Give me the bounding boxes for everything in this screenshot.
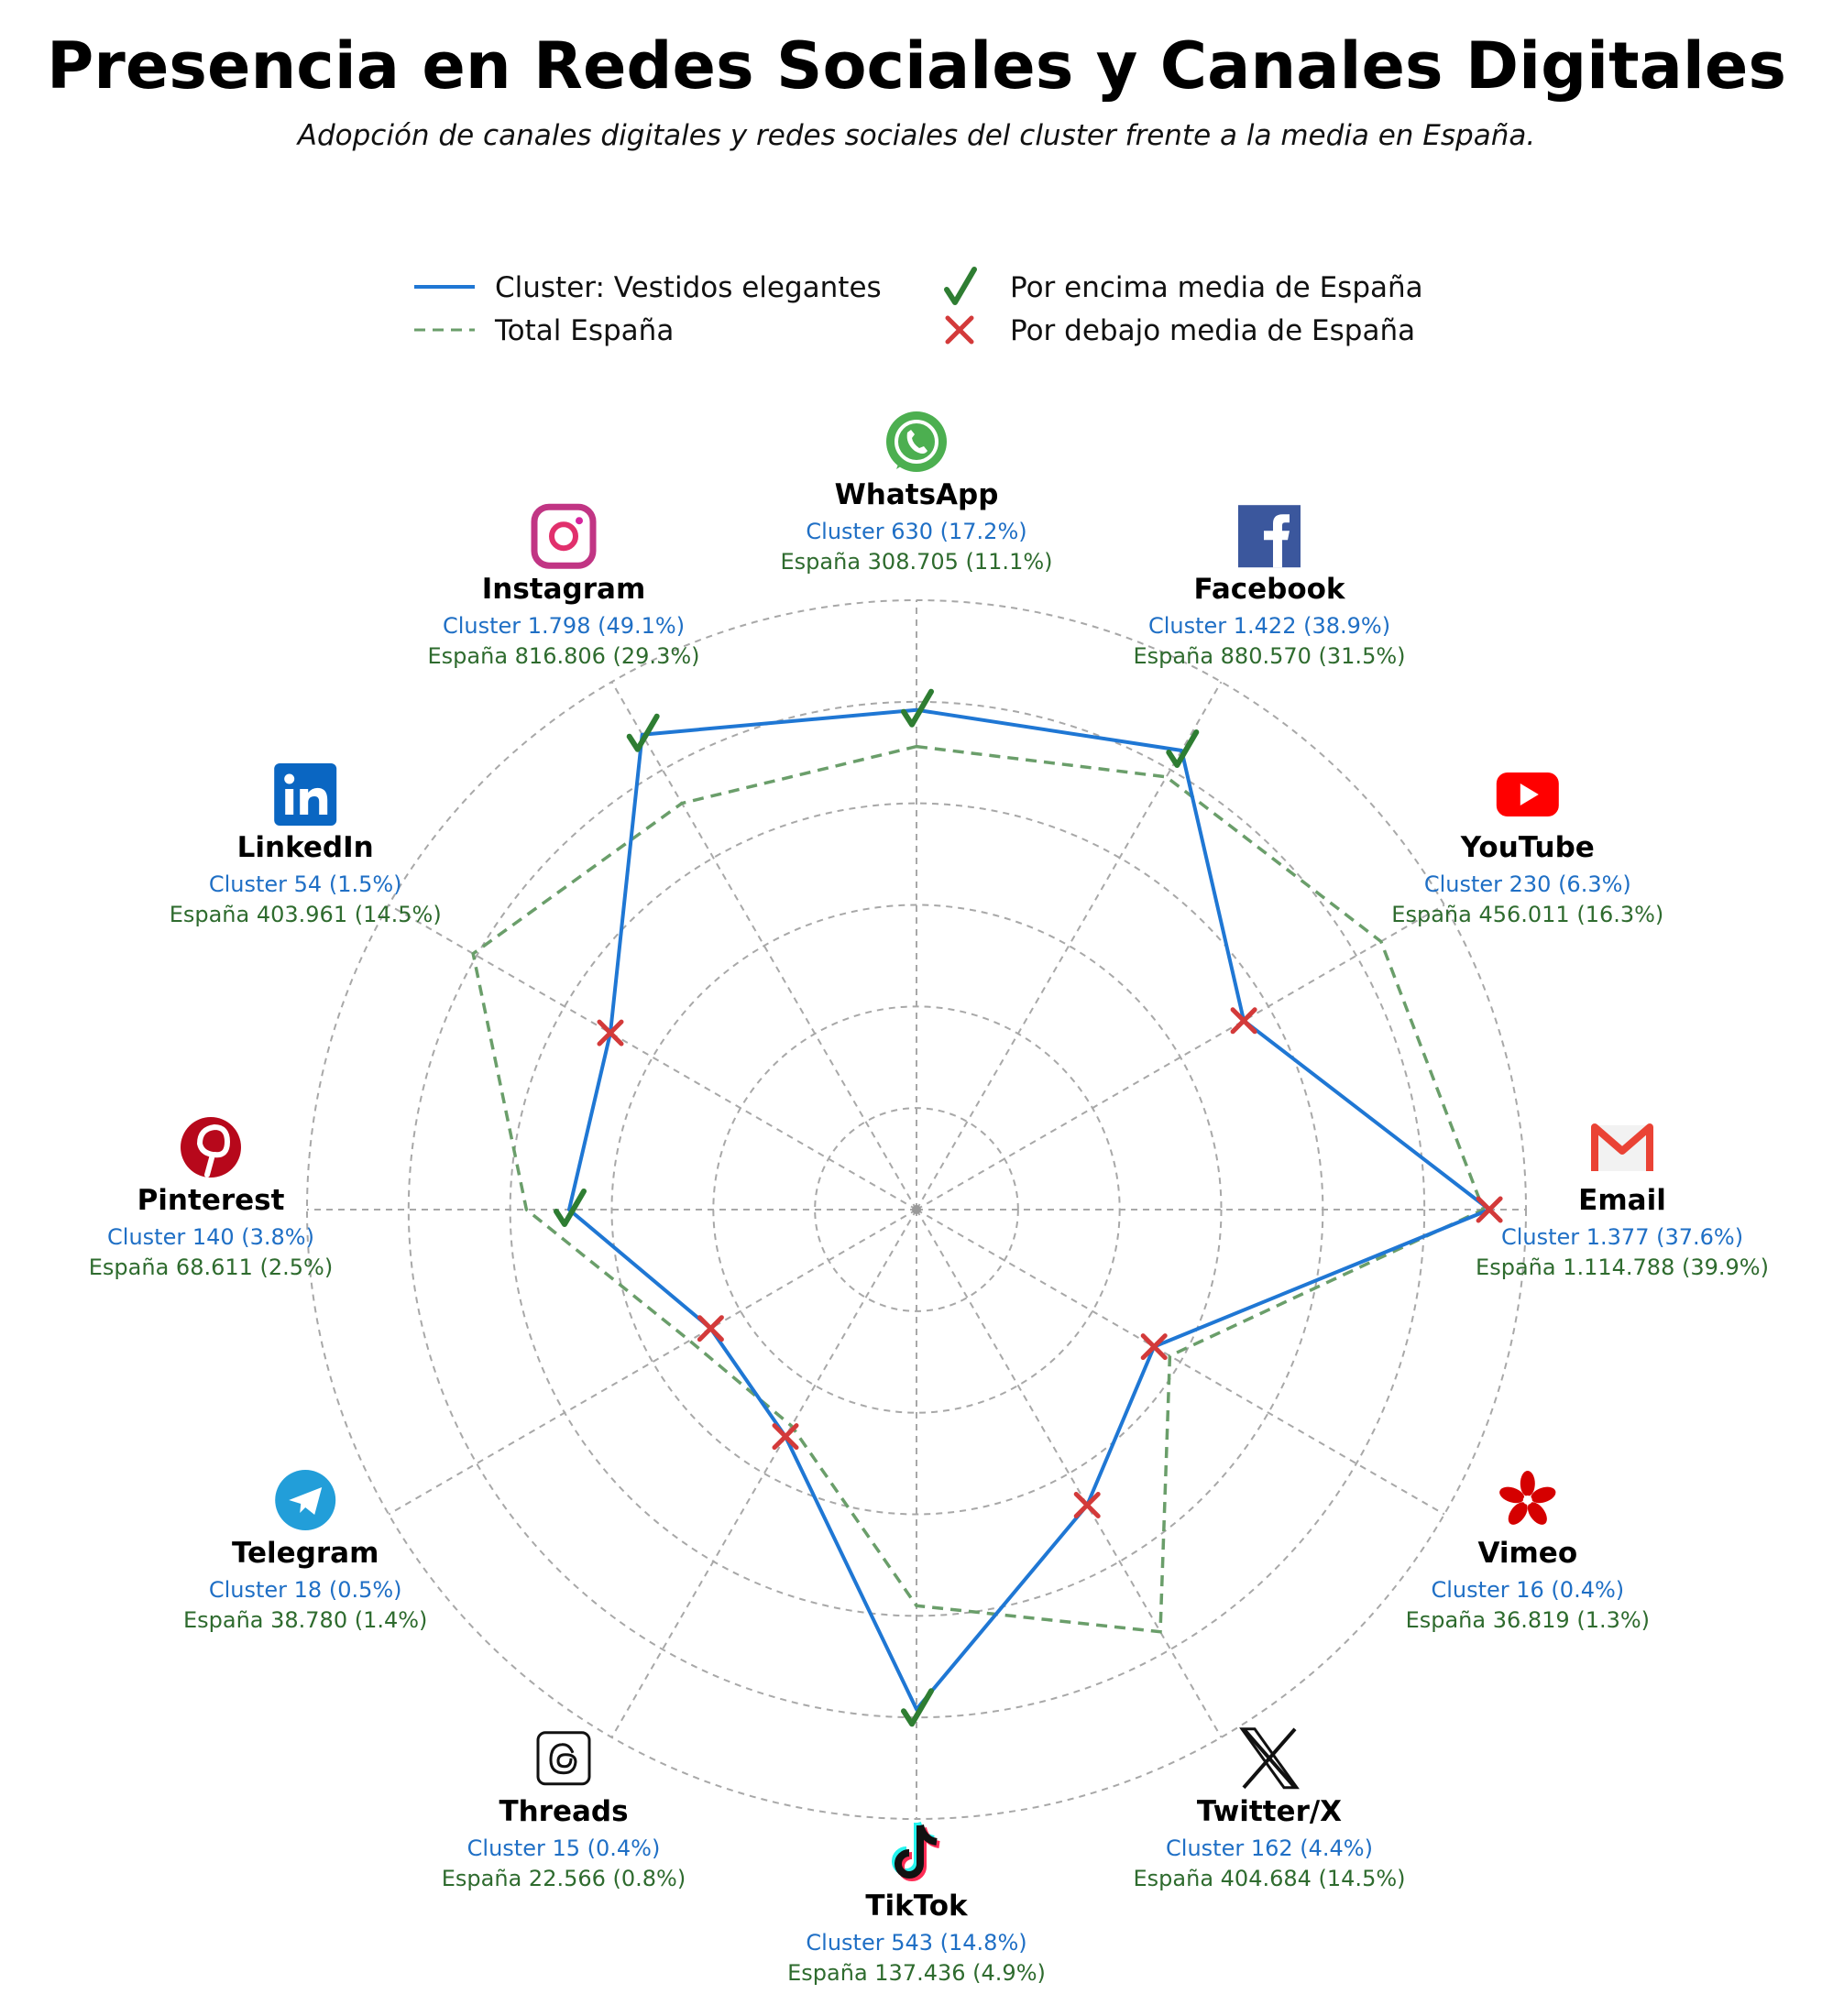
category-spain-value-whatsapp: España 308.705 (11.1%) <box>781 549 1053 575</box>
category-name-whatsapp: WhatsApp <box>835 478 999 511</box>
legend-spain-label: Total España <box>494 314 674 347</box>
check-marker-whatsapp <box>901 688 934 728</box>
cross-marker-vimeo <box>1140 1333 1168 1361</box>
check-marker-pinterest <box>554 1189 587 1227</box>
category-cluster-value-youtube: Cluster 230 (6.3%) <box>1424 871 1631 897</box>
legend-cross-icon <box>945 315 974 345</box>
category-spain-value-telegram: España 38.780 (1.4%) <box>183 1607 427 1633</box>
cross-marker-linkedin <box>597 1019 624 1046</box>
category-name-email: Email <box>1578 1184 1666 1217</box>
category-name-twitter-x: Twitter/X <box>1197 1795 1342 1828</box>
grid-spoke <box>388 1209 917 1516</box>
category-spain-value-youtube: España 456.011 (16.3%) <box>1391 902 1663 927</box>
category-cluster-value-instagram: Cluster 1.798 (49.1%) <box>443 613 685 639</box>
category-spain-value-linkedin: España 403.961 (14.5%) <box>170 902 442 927</box>
cross-marker-youtube <box>1230 1007 1257 1035</box>
youtube-icon <box>1496 772 1559 816</box>
grid-spoke <box>916 681 1223 1211</box>
category-name-vimeo: Vimeo <box>1477 1537 1577 1570</box>
category-cluster-value-twitter-x: Cluster 162 (4.4%) <box>1166 1835 1373 1861</box>
radar-grid <box>306 599 1527 1820</box>
grid-spoke <box>610 681 917 1211</box>
telegram-icon <box>275 1470 336 1530</box>
category-spain-value-vimeo: España 36.819 (1.3%) <box>1406 1607 1650 1633</box>
category-spain-value-twitter-x: España 404.684 (14.5%) <box>1134 1866 1406 1891</box>
category-cluster-value-tiktok: Cluster 543 (14.8%) <box>806 1930 1026 1956</box>
linkedin-icon <box>274 763 337 826</box>
check-marker-instagram <box>626 713 660 752</box>
category-cluster-value-facebook: Cluster 1.422 (38.9%) <box>1148 613 1390 639</box>
grid-spoke <box>916 1209 1445 1516</box>
category-name-youtube: YouTube <box>1460 831 1595 864</box>
cross-marker-telegram <box>697 1315 724 1342</box>
category-spain-value-email: España 1.114.788 (39.9%) <box>1476 1255 1769 1280</box>
category-cluster-value-email: Cluster 1.377 (37.6%) <box>1501 1224 1743 1250</box>
cross-marker-twitter-x <box>1073 1492 1101 1518</box>
cross-marker-email <box>1476 1196 1503 1223</box>
legend-above-label: Por encima media de España <box>1010 271 1423 304</box>
category-cluster-value-whatsapp: Cluster 630 (17.2%) <box>806 519 1026 544</box>
category-cluster-value-telegram: Cluster 18 (0.5%) <box>209 1577 402 1603</box>
grid-ring <box>610 904 1223 1516</box>
legend-below-label: Por debajo media de España <box>1010 314 1415 347</box>
legend: Cluster: Vestidos elegantes Total España… <box>414 267 1423 347</box>
grid-ring <box>407 700 1426 1719</box>
chart-subtitle: Adopción de canales digitales y redes so… <box>296 119 1535 152</box>
category-spain-value-instagram: España 816.806 (29.3%) <box>428 643 700 669</box>
grid-spoke <box>916 904 1445 1211</box>
status-markers <box>554 688 1503 1727</box>
category-name-pinterest: Pinterest <box>137 1184 285 1217</box>
tiktok-icon <box>892 1821 940 1881</box>
category-spain-value-facebook: España 880.570 (31.5%) <box>1134 643 1406 669</box>
check-marker-tiktok <box>901 1688 934 1727</box>
pinterest-icon <box>181 1117 241 1178</box>
threads-icon <box>536 1731 591 1786</box>
category-name-facebook: Facebook <box>1193 573 1345 606</box>
category-spain-value-threads: España 22.566 (0.8%) <box>442 1866 686 1891</box>
category-spain-value-pinterest: España 68.611 (2.5%) <box>89 1255 333 1280</box>
chart-title: Presencia en Redes Sociales y Canales Di… <box>47 28 1786 104</box>
category-name-threads: Threads <box>499 1795 628 1828</box>
category-cluster-value-threads: Cluster 15 (0.4%) <box>467 1835 661 1861</box>
category-name-tiktok: TikTok <box>865 1890 969 1923</box>
whatsapp-icon <box>886 411 947 472</box>
category-cluster-value-pinterest: Cluster 140 (3.8%) <box>107 1224 314 1250</box>
grid-center <box>912 1205 921 1214</box>
category-name-instagram: Instagram <box>482 573 646 606</box>
cross-marker-threads <box>772 1423 799 1451</box>
category-spain-value-tiktok: España 137.436 (4.9%) <box>787 1960 1046 1986</box>
check-marker-facebook <box>1166 729 1200 768</box>
series-total-espana <box>471 744 1486 1634</box>
category-cluster-value-vimeo: Cluster 16 (0.4%) <box>1431 1577 1624 1603</box>
instagram-icon <box>531 503 597 569</box>
gmail-icon <box>1591 1123 1653 1171</box>
legend-check-icon <box>944 267 977 305</box>
x-icon <box>1239 1727 1300 1790</box>
facebook-icon <box>1238 505 1301 568</box>
grid-spoke <box>388 904 917 1211</box>
category-cluster-value-linkedin: Cluster 54 (1.5%) <box>209 871 402 897</box>
grid-spoke <box>916 1209 1223 1738</box>
grid-spoke <box>610 1209 917 1738</box>
category-name-linkedin: LinkedIn <box>237 831 374 864</box>
vimeo-icon <box>1499 1471 1556 1525</box>
category-name-telegram: Telegram <box>232 1537 379 1570</box>
legend-cluster-label: Cluster: Vestidos elegantes <box>495 271 882 304</box>
